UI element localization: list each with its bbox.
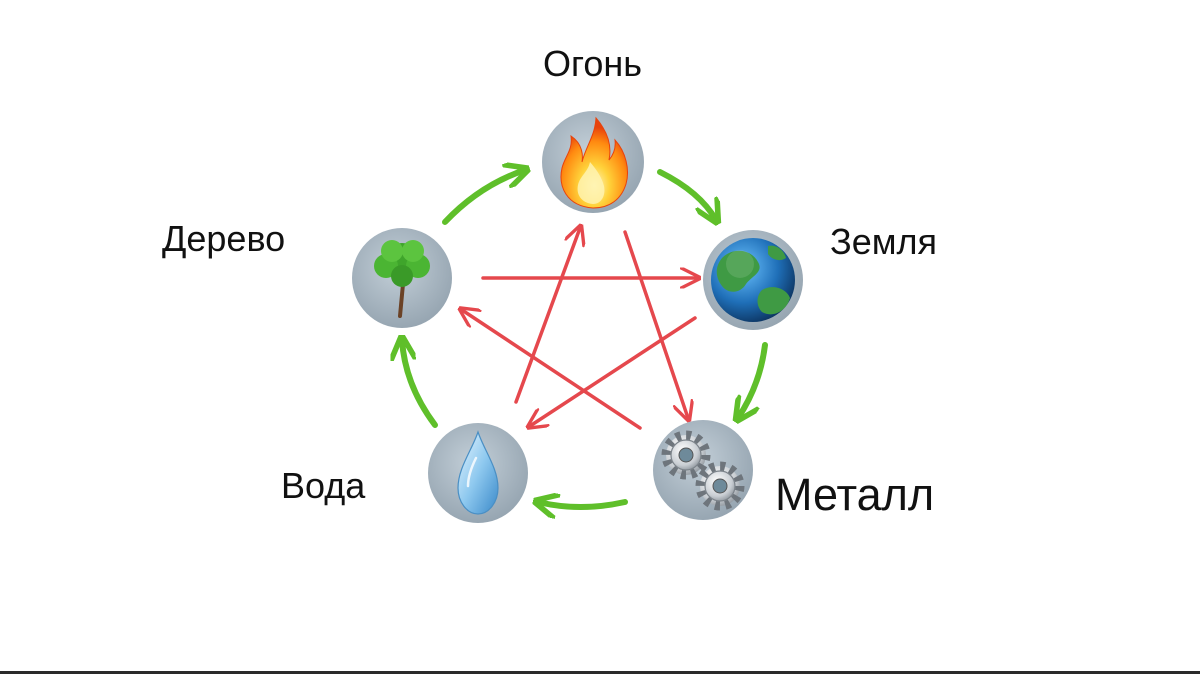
arrow-fire-to-earth	[657, 169, 716, 220]
arrow-earth-to-water	[530, 316, 697, 426]
bottom-divider	[0, 671, 1200, 674]
flame-icon	[560, 116, 629, 209]
controlling-arrows	[462, 228, 697, 428]
metal-node	[653, 420, 753, 520]
water-label: Вода	[281, 465, 366, 506]
water-drop-icon	[457, 430, 499, 515]
metal-label: Металл	[775, 469, 935, 520]
globe-icon	[711, 238, 795, 322]
wood-label: Дерево	[162, 218, 286, 259]
tree-icon	[374, 240, 430, 318]
arrow-water-to-wood	[402, 340, 438, 428]
arrow-fire-to-metal	[623, 230, 688, 418]
arrow-metal-to-water	[538, 502, 628, 507]
generating-arrows	[402, 169, 768, 507]
arrow-earth-to-metal	[738, 342, 768, 418]
fire-label: Огонь	[543, 43, 642, 84]
fire-node	[542, 111, 644, 213]
earth-label: Земля	[830, 221, 938, 262]
arrow-metal-to-wood	[462, 310, 642, 430]
arrow-wood-to-fire	[442, 170, 525, 225]
water-node	[428, 423, 528, 523]
wood-node	[352, 228, 452, 328]
earth-node	[703, 230, 803, 330]
arrow-water-to-fire	[514, 228, 580, 404]
gears-icon	[661, 430, 745, 511]
